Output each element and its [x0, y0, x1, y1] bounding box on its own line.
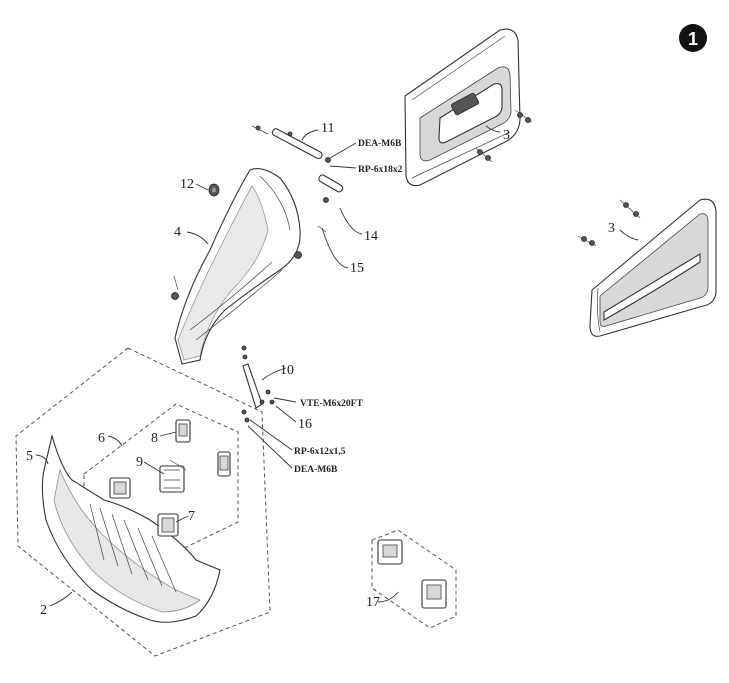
callout-9: 9 — [136, 455, 143, 470]
callout-11: 11 — [321, 121, 334, 136]
side-panel-right — [589, 198, 717, 337]
clip-7 — [109, 477, 179, 537]
callout-rp-top: RP-6x18x2 — [358, 165, 403, 175]
callout-10: 10 — [280, 363, 294, 378]
callout-2: 2 — [40, 603, 47, 618]
callout-labels: 3 3 4 12 11 DEA-M6B RP-6x18x2 14 15 10 V… — [26, 121, 615, 618]
callout-5: 5 — [26, 449, 33, 464]
callout-14: 14 — [364, 229, 378, 244]
clip-9 — [159, 459, 187, 493]
svg-text:1: 1 — [688, 29, 698, 49]
callout-6: 6 — [98, 431, 105, 446]
lower-fairing-5 — [41, 433, 221, 623]
bracket-10 — [241, 345, 275, 423]
nose-fairing — [171, 168, 302, 365]
clip-17 — [377, 539, 447, 609]
callout-8: 8 — [151, 431, 158, 446]
callout-7: 7 — [188, 509, 195, 524]
callout-rp-bottom: RP-6x12x1,5 — [294, 447, 346, 457]
callout-15: 15 — [350, 261, 364, 276]
callout-dea-top: DEA-M6B — [358, 139, 402, 149]
callout-3-right: 3 — [608, 221, 615, 236]
callout-4: 4 — [174, 225, 181, 240]
callout-12: 12 — [180, 177, 194, 192]
group-outline-lower — [15, 347, 271, 657]
panel-bolts-right — [577, 199, 641, 247]
callout-16: 16 — [298, 417, 312, 432]
leader-lines — [35, 125, 639, 607]
callout-vte: VTE-M6x20FT — [300, 399, 363, 409]
side-panel-top — [404, 28, 521, 187]
washer-12 — [208, 183, 220, 197]
callout-3-top: 3 — [503, 128, 510, 143]
shaft-11 — [251, 125, 344, 233]
callout-17: 17 — [366, 595, 380, 610]
panel-bolts-top — [475, 109, 533, 163]
callout-dea-bottom: DEA-M6B — [294, 465, 338, 475]
clip-8 — [175, 419, 231, 477]
section-badge: 1 — [679, 24, 707, 52]
